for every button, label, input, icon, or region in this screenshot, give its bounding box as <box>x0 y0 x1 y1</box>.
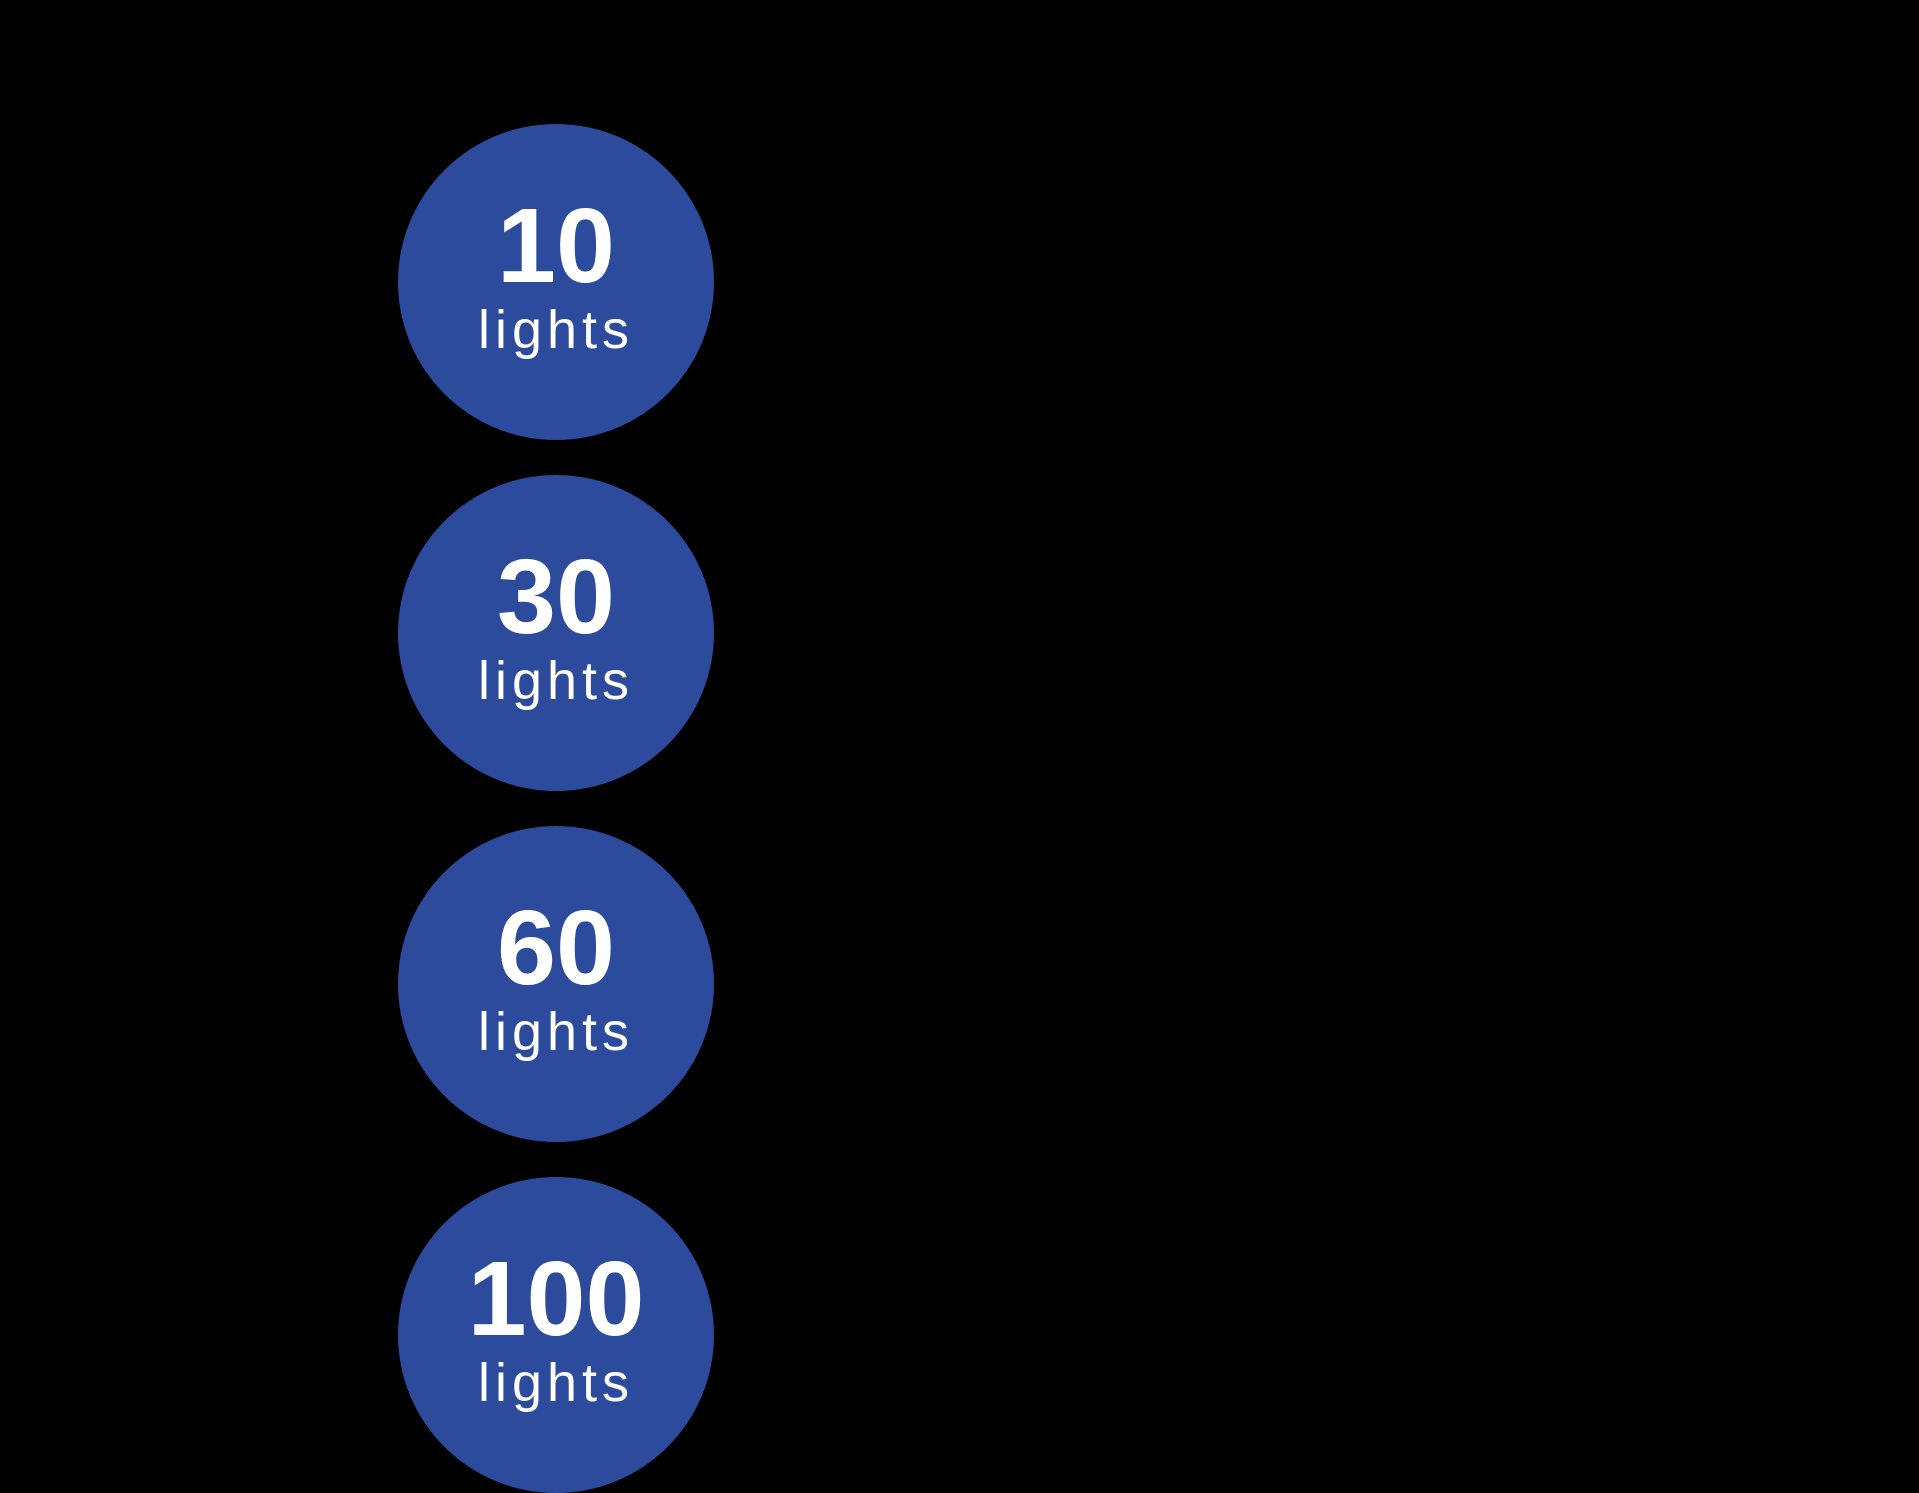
content-black-area: 10 lights 30 lights 60 lights 100 lights <box>197 61 1692 1493</box>
circle-60-lights: 60 lights <box>398 826 714 1142</box>
circle-value: 10 <box>497 187 615 306</box>
circle-10-lights: 10 lights <box>398 124 714 440</box>
circle-100-lights: 100 lights <box>398 1177 714 1493</box>
circle-label: lights <box>477 1001 635 1062</box>
circle-value: 30 <box>497 538 615 657</box>
circle-label: lights <box>477 650 635 711</box>
circle-label: lights <box>477 299 635 360</box>
circle-label: lights <box>477 1352 635 1413</box>
circle-30-lights: 30 lights <box>398 475 714 791</box>
circle-value: 100 <box>467 1240 645 1359</box>
circle-value: 60 <box>497 889 615 1008</box>
